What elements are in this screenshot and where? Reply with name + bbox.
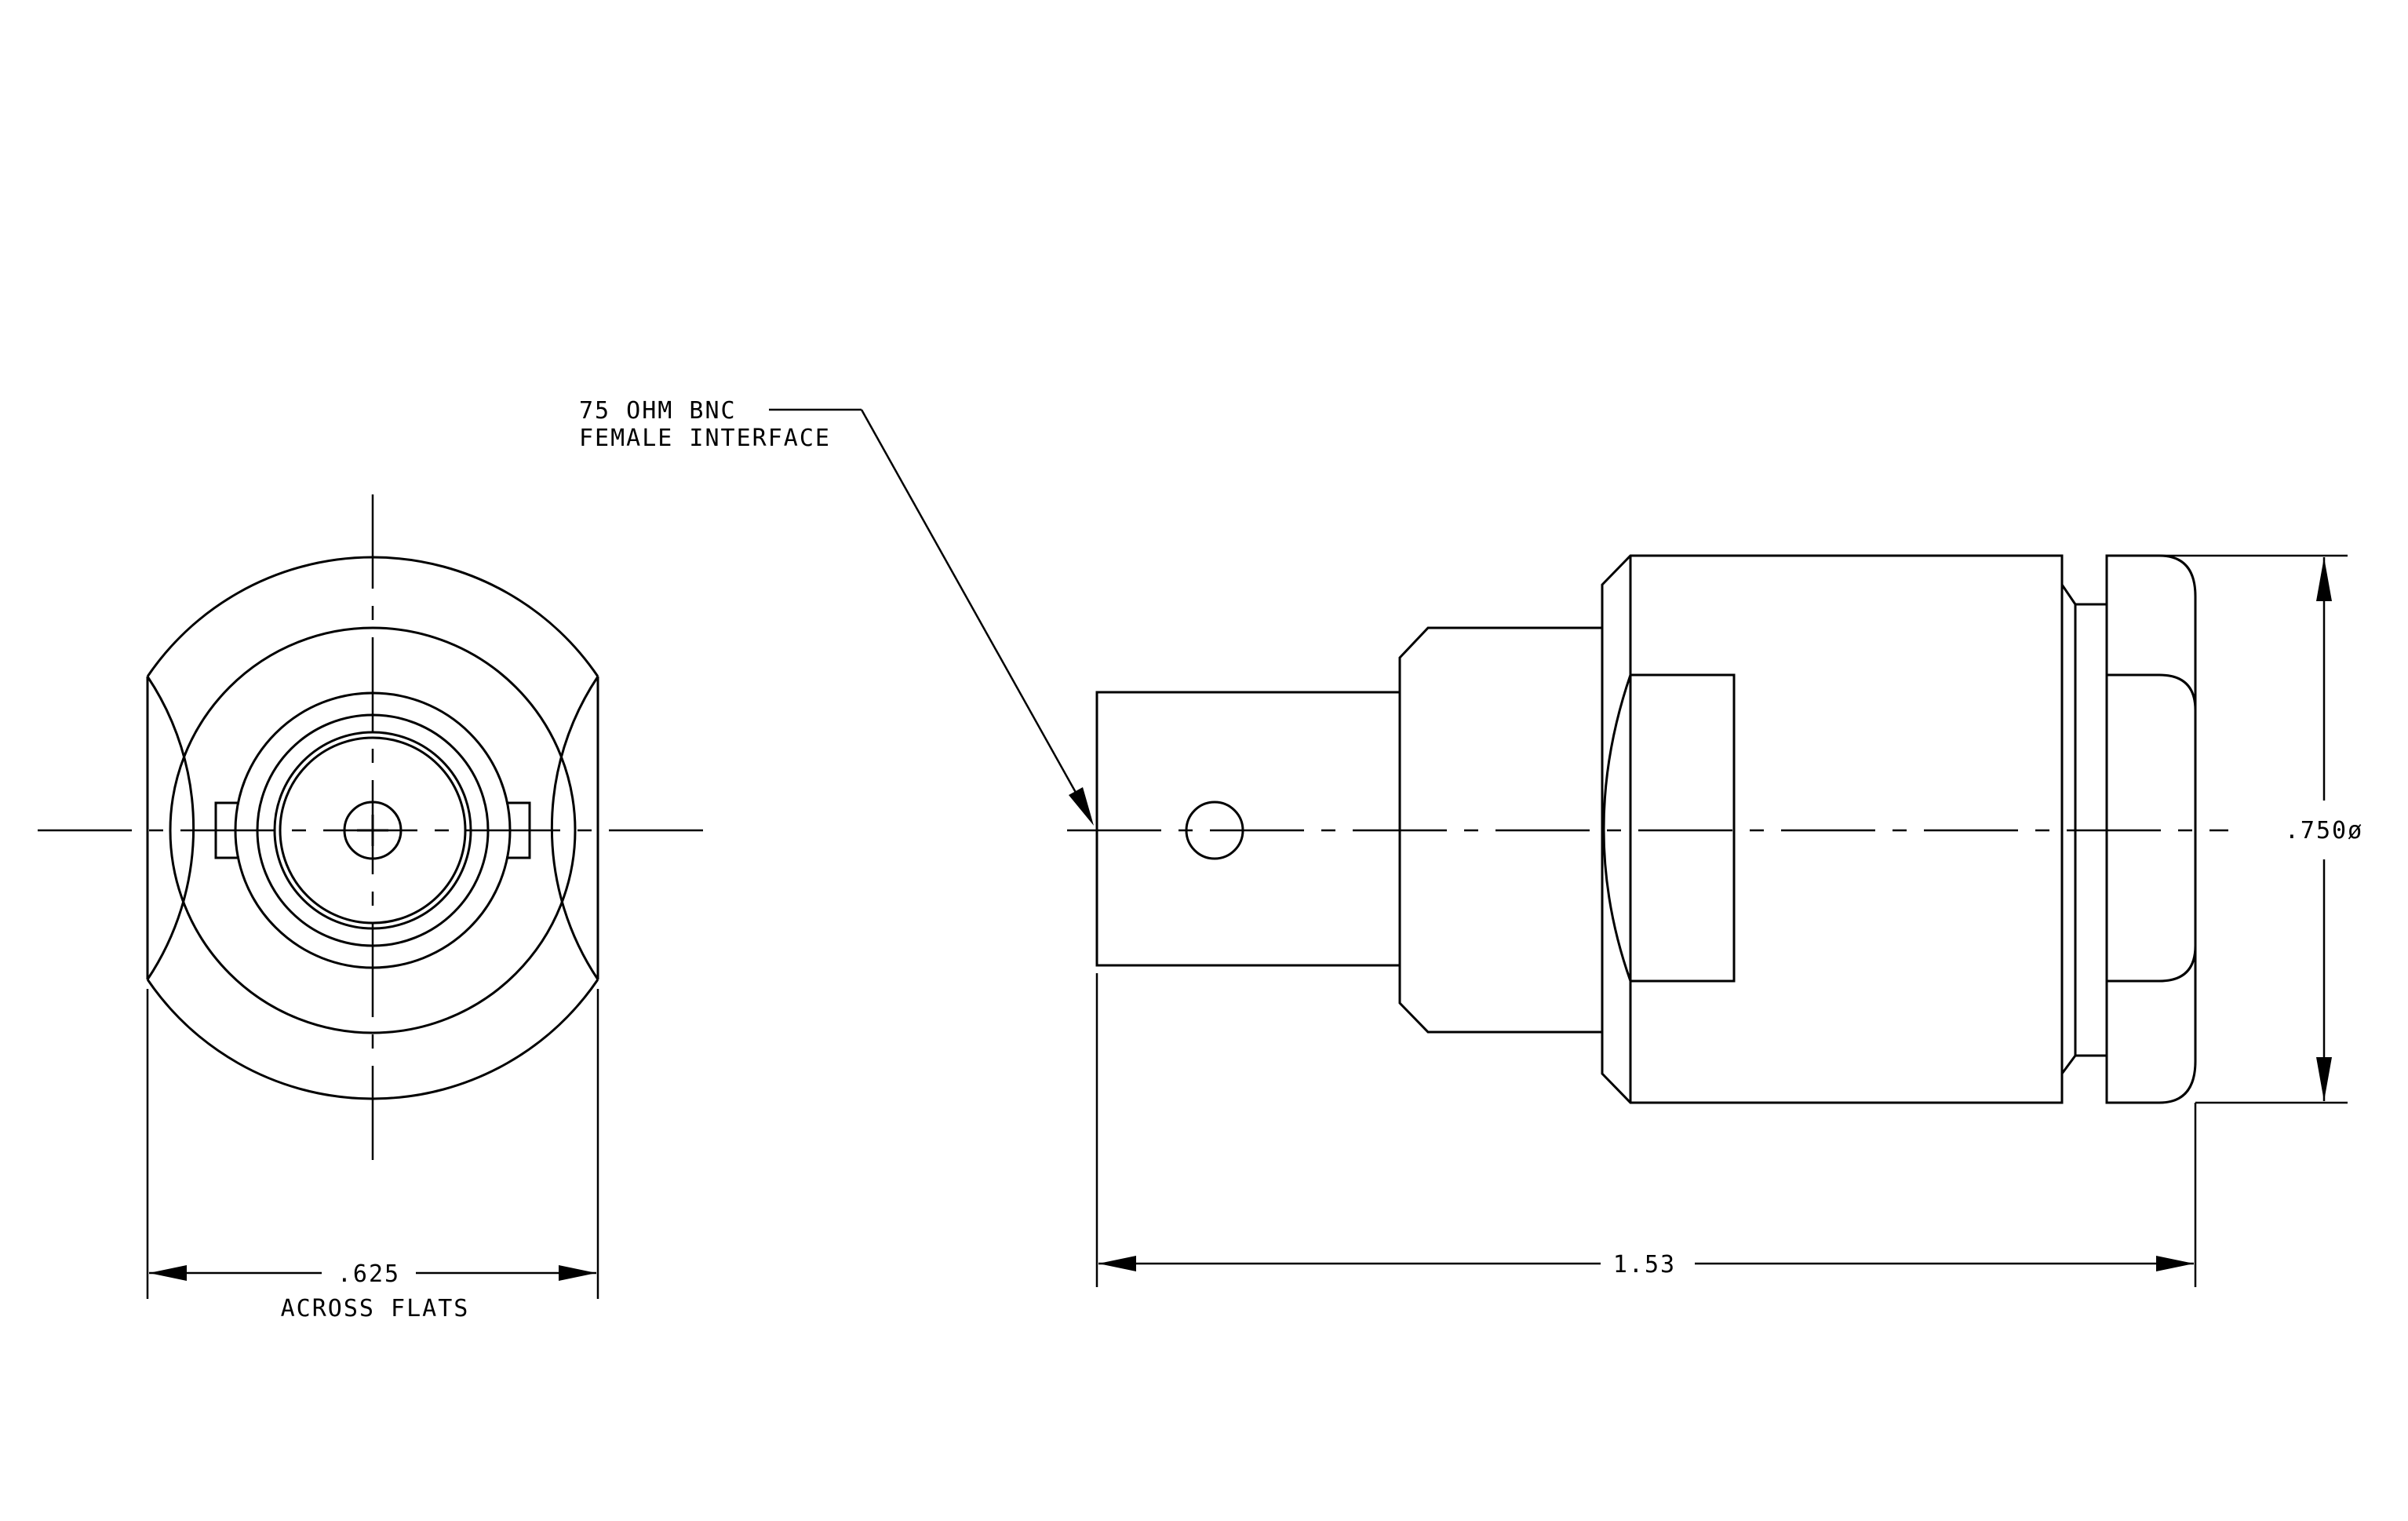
arrowhead-bottom (2316, 1057, 2332, 1101)
length-dimension-value: 1.53 (1613, 1251, 1676, 1278)
side-view-end-nut (2105, 554, 2197, 1104)
callout-line-2: FEMALE INTERFACE (579, 425, 831, 452)
flats-dimension-value: .625 (337, 1260, 400, 1288)
dimension-overall-length: 1.53 (1095, 973, 2197, 1287)
dimension-diameter: .750ø (2107, 554, 2363, 1104)
side-view-neck (2060, 584, 2077, 1074)
arrowhead-right (2156, 1256, 2194, 1271)
side-view-hex-flat (1602, 673, 1736, 983)
side-view-bnc-nose (1095, 691, 1401, 967)
dimension-across-flats: .625 ACROSS FLATS (146, 989, 599, 1322)
arrowhead-top (2316, 557, 2332, 601)
interface-callout: 75 OHM BNC FEMALE INTERFACE (579, 397, 1094, 826)
flats-dimension-note: ACROSS FLATS (281, 1295, 470, 1322)
front-view (38, 494, 710, 1165)
side-view (1067, 554, 2228, 1104)
diameter-dimension-value: .750ø (2285, 817, 2363, 844)
callout-line-1: 75 OHM BNC (579, 397, 737, 425)
arrowhead-left (1098, 1256, 1136, 1271)
side-view-end-nut-flat (2107, 673, 2197, 983)
arrowhead-left (149, 1265, 187, 1281)
arrowhead-right (559, 1265, 596, 1281)
side-view-main-body (1601, 554, 2064, 1104)
front-view-body-circle (169, 626, 577, 1034)
callout-arrowhead (1069, 787, 1094, 826)
